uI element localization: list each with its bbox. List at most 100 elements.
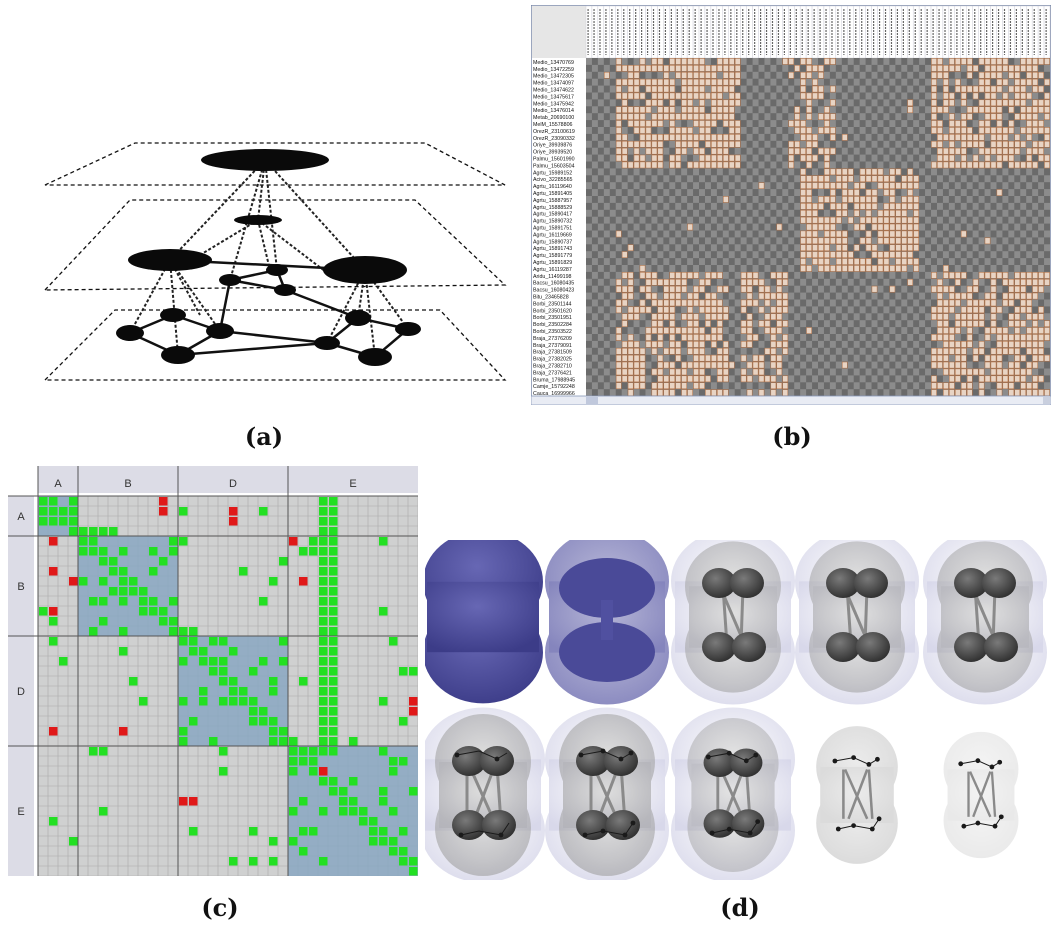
matrix-c-cell-red bbox=[189, 797, 198, 806]
matrix-b-cell bbox=[746, 278, 753, 286]
matrix-b-cell bbox=[972, 134, 979, 141]
matrix-b-row-label: Borbi_23501951 bbox=[533, 315, 572, 321]
matrix-b-scroll-right-button[interactable] bbox=[1043, 397, 1050, 404]
matrix-b-cell bbox=[770, 375, 777, 383]
matrix-b-cell bbox=[669, 334, 676, 341]
matrix-c-cell-green bbox=[189, 637, 198, 646]
matrix-b-cell bbox=[675, 327, 682, 334]
matrix-b-cell bbox=[931, 78, 937, 86]
matrix-b-horizontal-scrollbar[interactable] bbox=[531, 395, 1051, 405]
matrix-c-cell-green bbox=[319, 777, 328, 786]
matrix-b-cell bbox=[1020, 78, 1027, 86]
matrix-b-cell bbox=[711, 113, 717, 120]
matrix-b-cell bbox=[984, 354, 991, 362]
matrix-c-cell-green bbox=[149, 547, 158, 556]
matrix-c-cell-green bbox=[179, 537, 188, 546]
matrix-b-row-label: Agrtu_15890732 bbox=[533, 219, 572, 225]
matrix-b-cell bbox=[830, 265, 836, 272]
matrix-c-cell-green bbox=[329, 717, 338, 726]
caption-d: (d) bbox=[720, 893, 760, 922]
matrix-b-cell bbox=[830, 182, 836, 189]
matrix-b-cell bbox=[859, 258, 866, 265]
matrix-c-cell-green bbox=[319, 527, 328, 536]
matrix-b-cell bbox=[657, 313, 664, 321]
matrix-b-cell bbox=[877, 216, 884, 224]
matrix-b-cell bbox=[907, 237, 914, 245]
matrix-b-cell bbox=[1026, 154, 1033, 162]
matrix-c-cell-green bbox=[49, 617, 58, 626]
matrix-b-cell bbox=[657, 354, 664, 362]
matrix-b-cell bbox=[627, 106, 634, 114]
matrix-c-cell-green bbox=[349, 797, 358, 806]
matrix-b-cell bbox=[728, 120, 735, 127]
matrix-c-cell-green bbox=[229, 857, 238, 866]
matrix-c-cell-green bbox=[299, 677, 308, 686]
matrix-b-cell bbox=[818, 65, 824, 72]
matrix-c-cell-green bbox=[79, 577, 88, 586]
matrix-c-cells bbox=[39, 497, 418, 876]
matrix-b-cell bbox=[717, 147, 723, 155]
matrix-b-cell bbox=[1014, 375, 1021, 383]
matrix-c-cell-green bbox=[339, 807, 348, 816]
matrix-b-cell bbox=[859, 203, 866, 210]
matrix-b-cell bbox=[1002, 272, 1009, 279]
matrix-c-cell-green bbox=[359, 807, 368, 816]
matrix-b-cell bbox=[1008, 65, 1015, 72]
matrix-b-cell bbox=[859, 223, 866, 231]
matrix-b-cell bbox=[717, 78, 723, 86]
matrix-b-cell bbox=[996, 65, 1003, 72]
matrix-c-cell-green bbox=[179, 637, 188, 646]
matrix-b-cell bbox=[722, 347, 729, 355]
matrix-b-cell bbox=[806, 265, 812, 272]
matrix-c-cell-green bbox=[379, 747, 388, 756]
matrix-c-cell-red bbox=[229, 517, 238, 526]
matrix-b-cell bbox=[645, 106, 652, 114]
matrix-c-cell-green bbox=[239, 567, 248, 576]
matrix-b-cell bbox=[824, 223, 830, 231]
matrix-c-cell-green bbox=[319, 537, 328, 546]
dark-lobes bbox=[702, 568, 766, 662]
matrix-b-cell bbox=[830, 230, 836, 238]
matrix-b-cell bbox=[960, 92, 967, 100]
matrix-c-cell-green bbox=[169, 547, 178, 556]
matrix-b-cell bbox=[1032, 320, 1038, 327]
matrix-b-cell bbox=[657, 361, 664, 369]
matrix-b-cell bbox=[1008, 341, 1015, 348]
matrix-b-cell bbox=[889, 189, 896, 196]
matrix-b-cell bbox=[812, 65, 818, 72]
matrix-b-cell bbox=[633, 341, 640, 348]
matrix-b-cell bbox=[699, 327, 705, 334]
matrix-b-cell bbox=[633, 361, 640, 369]
matrix-b-cell bbox=[1032, 354, 1038, 362]
matrix-b-cell bbox=[895, 244, 902, 252]
matrix-b-cell bbox=[770, 272, 777, 279]
matrix-b-cell bbox=[1020, 278, 1027, 286]
matrix-b-cell bbox=[1020, 299, 1027, 307]
matrix-b-cell bbox=[1044, 161, 1050, 169]
matrix-b-cell bbox=[1032, 278, 1038, 286]
matrix-c-cell-red bbox=[289, 537, 298, 546]
matrix-b-cell bbox=[937, 334, 943, 341]
matrix-b-cell bbox=[740, 354, 747, 362]
matrix-b-cell bbox=[812, 209, 818, 217]
matrix-b-cell bbox=[984, 272, 991, 279]
matrix-c-cell-green bbox=[329, 707, 338, 716]
matrix-b-cell bbox=[1032, 85, 1038, 93]
matrix-b-cell bbox=[937, 120, 943, 127]
matrix-b-cell bbox=[818, 258, 824, 265]
matrix-b-scroll-thumb[interactable] bbox=[586, 397, 598, 404]
matrix-b-cell bbox=[889, 265, 896, 272]
matrix-b-cell bbox=[1026, 147, 1033, 155]
matrix-b-cell bbox=[954, 127, 961, 134]
matrix-c-cell-green bbox=[409, 787, 418, 796]
matrix-c-cell-green bbox=[99, 597, 108, 606]
matrix-c-cell-green bbox=[249, 717, 258, 726]
matrix-b-cell bbox=[895, 203, 902, 210]
matrix-b-cell bbox=[812, 230, 818, 238]
matrix-b-cell bbox=[711, 389, 717, 396]
matrix-b-cell bbox=[972, 65, 979, 72]
matrix-b-cell bbox=[770, 347, 777, 355]
matrix-b-cell bbox=[853, 203, 860, 210]
matrix-c-cell-green bbox=[319, 607, 328, 616]
